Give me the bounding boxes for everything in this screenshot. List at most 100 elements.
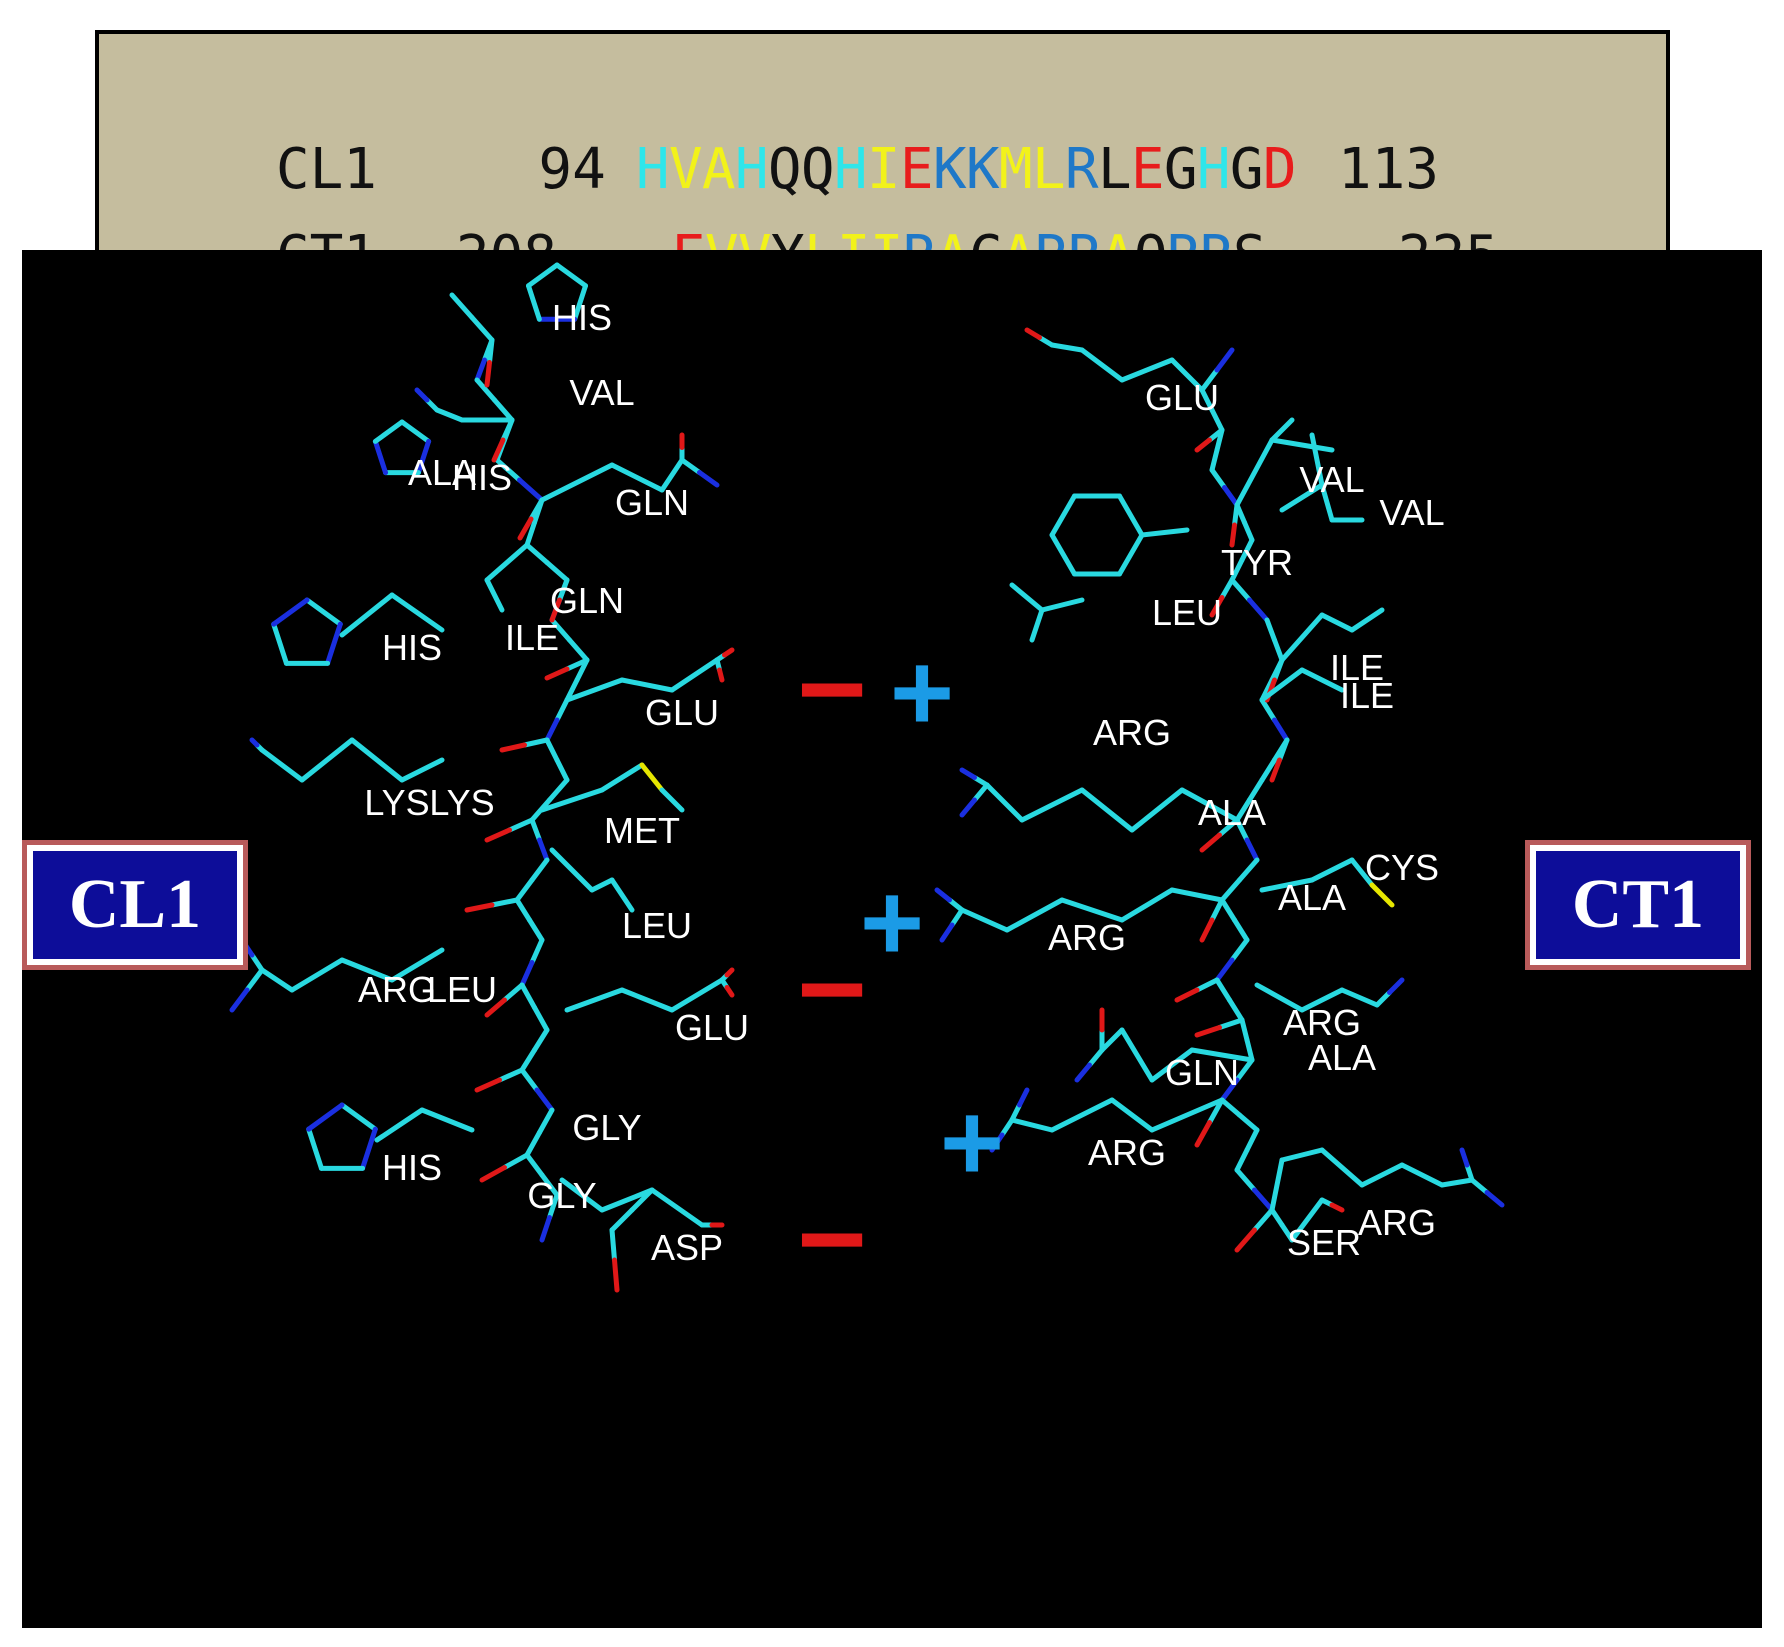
bond-stick xyxy=(499,742,527,753)
bond-stick xyxy=(1269,437,1335,453)
bond-stick xyxy=(1209,407,1225,433)
bond-stick xyxy=(1269,757,1282,783)
bond-stick xyxy=(524,542,550,565)
bond-stick xyxy=(514,897,532,923)
bond-stick xyxy=(517,516,534,541)
bond-stick xyxy=(1079,787,1135,833)
bond-stick xyxy=(484,577,505,613)
bond-stick xyxy=(1252,1207,1275,1233)
bond-stick xyxy=(529,817,542,843)
bond-stick xyxy=(1049,493,1077,538)
bond-stick xyxy=(479,1165,507,1183)
bond-stick xyxy=(1319,1147,1365,1188)
bond-stick xyxy=(528,497,545,522)
bond-stick xyxy=(419,1107,475,1133)
bond-stick xyxy=(1232,502,1240,528)
bond-stick xyxy=(679,457,702,475)
bond-stick xyxy=(1214,347,1235,373)
bond-stick xyxy=(1149,1047,1195,1083)
bond-stick xyxy=(612,1257,620,1293)
ct1-residue-label: VAL xyxy=(1379,492,1444,533)
bond-stick xyxy=(609,462,665,493)
bond-stick xyxy=(539,462,615,503)
cl1-seq-start: 94 xyxy=(538,137,606,202)
ct1-residue-label: ALA xyxy=(1198,792,1266,833)
bond-stick xyxy=(1387,977,1405,995)
bond-stick xyxy=(722,647,735,658)
bond-stick xyxy=(1374,990,1392,1008)
cl1-residue-label: ALA xyxy=(408,452,476,493)
bond-stick xyxy=(1299,667,1345,693)
ct1-residue-label: ARG xyxy=(1093,712,1171,753)
cl1-residue-label: ARG xyxy=(358,969,436,1010)
bond-stick xyxy=(599,1187,655,1213)
residue-letter: R xyxy=(1064,137,1099,202)
bond-stick xyxy=(484,827,512,843)
bond-stick xyxy=(1219,1077,1240,1103)
bond-stick xyxy=(1189,1047,1255,1063)
bond-stick xyxy=(484,997,507,1018)
bond-stick xyxy=(519,960,535,988)
bond-stick xyxy=(539,787,605,813)
bond-stick xyxy=(1259,667,1305,703)
bond-stick xyxy=(1399,1162,1445,1188)
bond-stick xyxy=(1119,1027,1155,1083)
bond-stick xyxy=(697,470,720,488)
bond-stick xyxy=(959,907,1010,933)
bond-stick xyxy=(984,782,1025,823)
bond-stick xyxy=(1049,1097,1115,1133)
residue-letter: G xyxy=(1229,137,1264,202)
bond-stick xyxy=(1309,432,1325,488)
bond-stick xyxy=(1117,493,1145,538)
bond-stick xyxy=(1289,1197,1325,1243)
bond-stick xyxy=(1234,1167,1257,1193)
residue-letter: Q xyxy=(767,137,802,202)
ct1-residue-label: ALA xyxy=(1308,1037,1376,1078)
cl1-residue-label: LYS xyxy=(429,782,494,823)
ct1-residue-label: SER xyxy=(1287,1222,1361,1263)
cl1-residue-label: LYS xyxy=(364,782,429,823)
bond-stick xyxy=(524,1130,542,1158)
bond-stick xyxy=(549,597,562,623)
bond-stick xyxy=(1219,577,1235,600)
bond-stick xyxy=(1209,467,1227,490)
bond-stick xyxy=(372,438,389,476)
bond-stick xyxy=(1272,637,1285,663)
bond-stick xyxy=(469,315,495,343)
bond-stick xyxy=(534,1087,555,1113)
bond-stick xyxy=(1169,887,1225,903)
positive-charge-sign: + xyxy=(940,1081,1004,1204)
bond-stick xyxy=(1229,577,1252,603)
bond-stick xyxy=(527,917,545,943)
bond-stick xyxy=(1299,987,1345,1013)
bond-stick xyxy=(1039,597,1085,613)
bond-stick xyxy=(1119,357,1175,383)
bond-stick xyxy=(1214,977,1232,1003)
bond-stick xyxy=(1329,1202,1345,1213)
bond-stick xyxy=(989,1132,1005,1153)
cl1-residue-label: ASP xyxy=(651,1227,723,1268)
negative-charge-sign: − xyxy=(797,922,867,1056)
bond-stick xyxy=(1469,1177,1490,1195)
bond-stick xyxy=(1229,937,1250,963)
bond-stick xyxy=(537,837,550,863)
bond-stick xyxy=(934,887,952,903)
bond-stick xyxy=(491,437,506,463)
bond-stick xyxy=(1079,347,1125,383)
bond-stick xyxy=(325,621,343,666)
bond-stick xyxy=(549,617,572,643)
bond-stick xyxy=(1319,612,1355,633)
bond-stick xyxy=(564,677,580,703)
bond-stick xyxy=(1219,877,1242,903)
bond-stick xyxy=(1087,1047,1105,1068)
bond-stick xyxy=(304,597,343,627)
bond-stick xyxy=(1229,522,1237,548)
bond-stick xyxy=(1194,977,1220,993)
ct1-residue-label: VAL xyxy=(1299,459,1364,500)
bond-stick xyxy=(502,982,525,1003)
residue-letter: Q xyxy=(800,137,835,202)
residue-letter: H xyxy=(635,137,670,202)
bond-stick xyxy=(1232,917,1250,943)
bond-stick xyxy=(1239,1017,1250,1043)
